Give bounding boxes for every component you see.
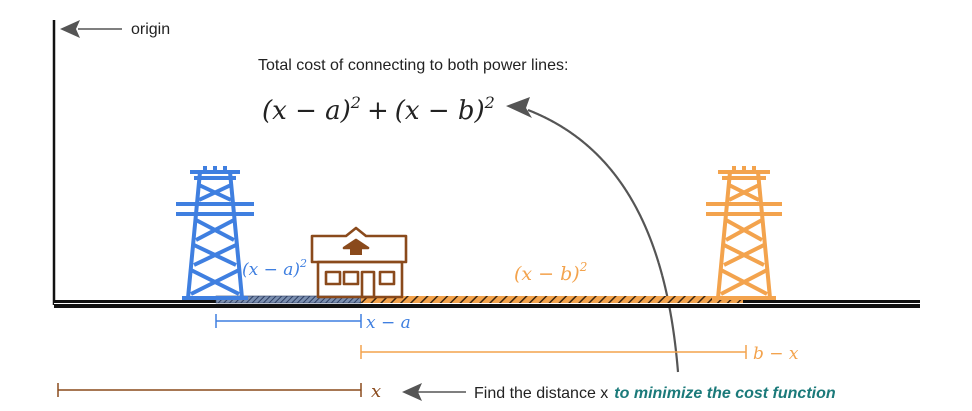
origin-label: origin	[131, 21, 170, 38]
x-dimension	[57, 383, 362, 397]
orange-cost-label: (x − b)2	[514, 260, 587, 285]
cost-formula: (x − a)2+(x − b)2	[262, 93, 495, 126]
right-tower-icon	[706, 166, 782, 300]
curved-pointer-arrow-icon	[506, 97, 680, 373]
origin-arrow-icon	[60, 20, 122, 38]
house-icon	[310, 226, 408, 299]
total-cost-caption: Total cost of connecting to both power l…	[258, 57, 568, 74]
find-arrow-icon	[402, 383, 466, 401]
b-minus-x-dimension	[360, 345, 747, 359]
left-tower-icon	[176, 166, 254, 300]
orange-cable-segment	[361, 296, 743, 303]
x-minus-a-dimension	[215, 314, 362, 328]
x-minus-a-label: x − a	[366, 313, 411, 333]
b-minus-x-label: b − x	[753, 344, 799, 364]
blue-cost-label: (x − a)2	[242, 257, 307, 280]
x-label: x	[371, 381, 381, 402]
